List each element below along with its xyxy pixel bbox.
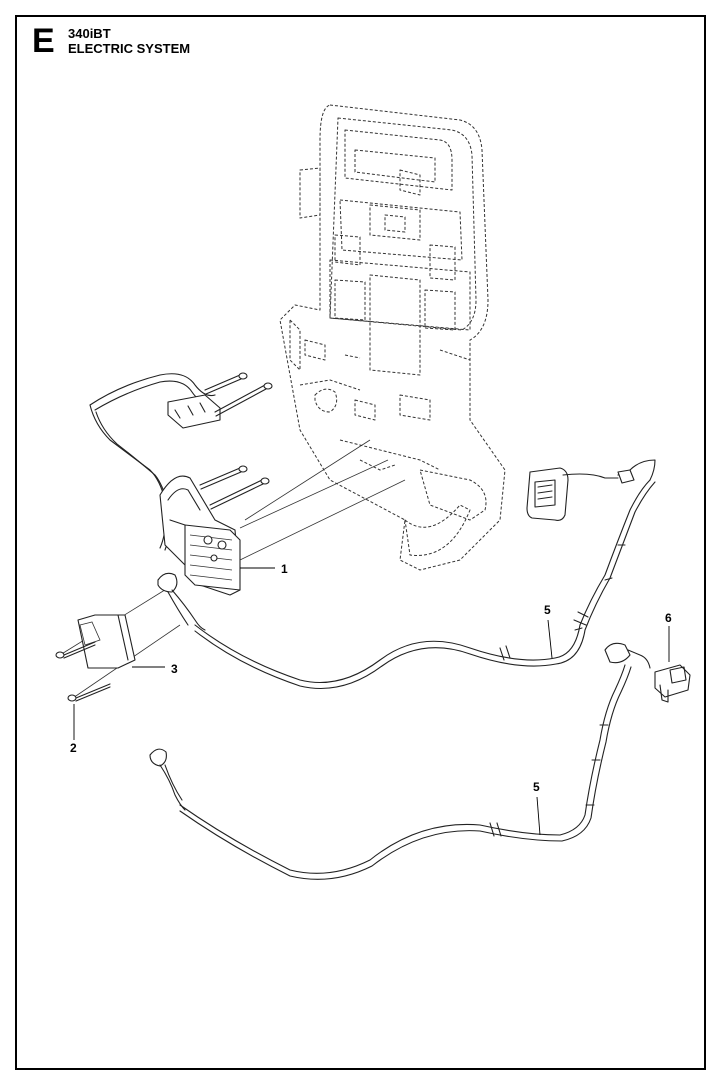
callout-3: 3 (171, 662, 178, 676)
callout-5-lower: 5 (533, 780, 540, 794)
control-switch-icon (654, 664, 691, 703)
screw-icon (199, 372, 273, 510)
model-name: 340iBT (68, 26, 111, 41)
battery-indicator-icon (526, 467, 635, 521)
leader-line-5a (547, 619, 553, 659)
cable-harness-icon (194, 459, 656, 689)
callout-1: 1 (281, 562, 288, 576)
battery-box-icon (159, 475, 241, 596)
section-title: ELECTRIC SYSTEM (68, 41, 191, 56)
bracket-icon (77, 614, 136, 669)
callout-2: 2 (70, 741, 77, 755)
callout-5-upper: 5 (544, 603, 551, 617)
connector-icon (167, 394, 221, 429)
cable-harness-icon (149, 642, 651, 880)
leader-line-5b (536, 796, 541, 836)
callout-6: 6 (665, 611, 672, 625)
backpack-frame-icon (279, 104, 506, 571)
page-frame (15, 15, 706, 1070)
plug-icon (157, 572, 206, 631)
cable-harness-icon (89, 373, 216, 551)
screw-icon (55, 641, 111, 702)
section-letter: E (32, 22, 55, 60)
